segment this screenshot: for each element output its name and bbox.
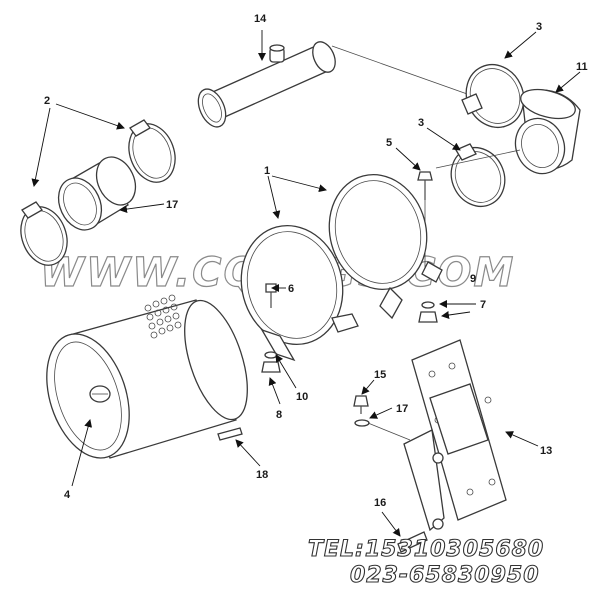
part-3-clamp-lower [450,143,506,207]
leader-lines [31,30,581,537]
watermark-phone: 023-65830950 [350,563,540,588]
callout-11: 11 [576,61,588,73]
callout-7: 7 [480,299,486,311]
callout-1: 1 [264,165,270,177]
callout-16: 16 [374,497,386,509]
callout-10: 10 [296,391,308,403]
part-4-vent-grid [144,294,182,339]
part-16-stud [397,531,428,553]
part-15-bolt [353,395,369,414]
part-1-mounting-band-rear [328,173,443,320]
callout-3-lower: 3 [418,117,424,129]
callout-17-lower: 17 [396,403,408,415]
part-4-air-cleaner-body [46,299,248,459]
guide-line-bracket [367,422,411,441]
part-2-clamp-upper [128,119,176,183]
callout-2: 2 [44,95,50,107]
callout-8: 8 [276,409,282,421]
part-2-clamp-lower [20,201,68,266]
callout-3-upper: 3 [536,21,542,33]
part-10-washer [264,351,278,359]
callout-15: 15 [374,369,386,381]
callout-18: 18 [256,469,268,481]
part-8-nut [261,361,281,373]
callout-17-upper: 17 [166,199,178,211]
callout-9: 9 [470,273,476,285]
part-17-washer [354,419,370,427]
part-7-nut [418,311,438,323]
callout-4: 4 [64,489,71,501]
part-17-rubber-hose [57,156,137,231]
callout-13: 13 [540,445,552,457]
callout-5: 5 [386,137,392,149]
guide-line-top [331,45,471,96]
part-11-elbow [514,88,581,175]
guide-line-mid [435,149,521,169]
part-14-intake-tube [197,41,336,128]
watermark-telephone: TEL:15310305680 [308,537,544,562]
callout-14: 14 [254,13,267,25]
part-9-washer [421,301,435,309]
part-18-label-plate [217,427,243,441]
callout-6: 6 [288,283,294,295]
part-13-mounting-bracket [403,339,507,532]
part-3-clamp-upper [461,64,525,128]
part-1-mounting-band-front [240,224,359,362]
